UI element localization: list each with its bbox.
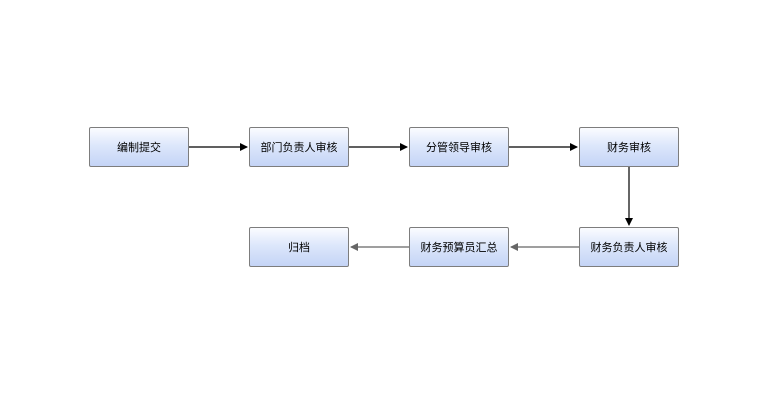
node-label: 分管领导审核 bbox=[426, 141, 492, 154]
node-finance-review[interactable]: 财务审核 bbox=[579, 127, 679, 167]
node-label: 财务预算员汇总 bbox=[420, 241, 498, 254]
node-label: 财务负责人审核 bbox=[590, 241, 668, 254]
node-label: 财务审核 bbox=[607, 141, 651, 154]
node-budget-summary[interactable]: 财务预算员汇总 bbox=[409, 227, 509, 267]
node-label: 归档 bbox=[288, 241, 310, 254]
node-label: 编制提交 bbox=[117, 141, 161, 154]
node-dept-head-review[interactable]: 部门负责人审核 bbox=[249, 127, 349, 167]
node-label: 部门负责人审核 bbox=[260, 141, 338, 154]
node-finance-head-review[interactable]: 财务负责人审核 bbox=[579, 227, 679, 267]
node-leader-review[interactable]: 分管领导审核 bbox=[409, 127, 509, 167]
node-archive[interactable]: 归档 bbox=[249, 227, 349, 267]
node-submit[interactable]: 编制提交 bbox=[89, 127, 189, 167]
